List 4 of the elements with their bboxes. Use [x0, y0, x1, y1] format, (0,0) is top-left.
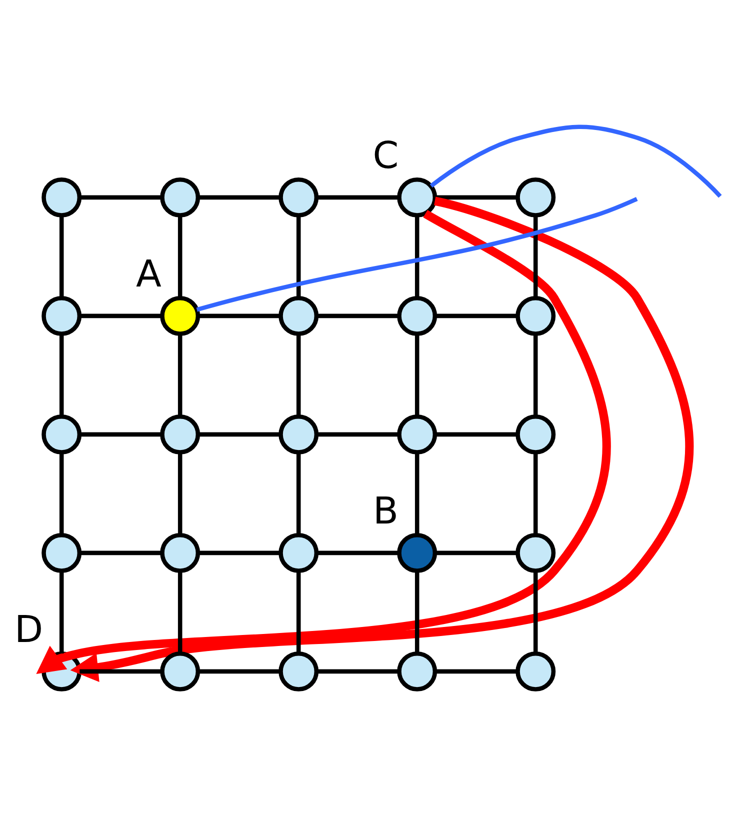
node-label: A — [136, 252, 162, 296]
node-label: C — [372, 134, 399, 177]
node-label: B — [372, 489, 398, 532]
node-label: D — [14, 608, 44, 651]
